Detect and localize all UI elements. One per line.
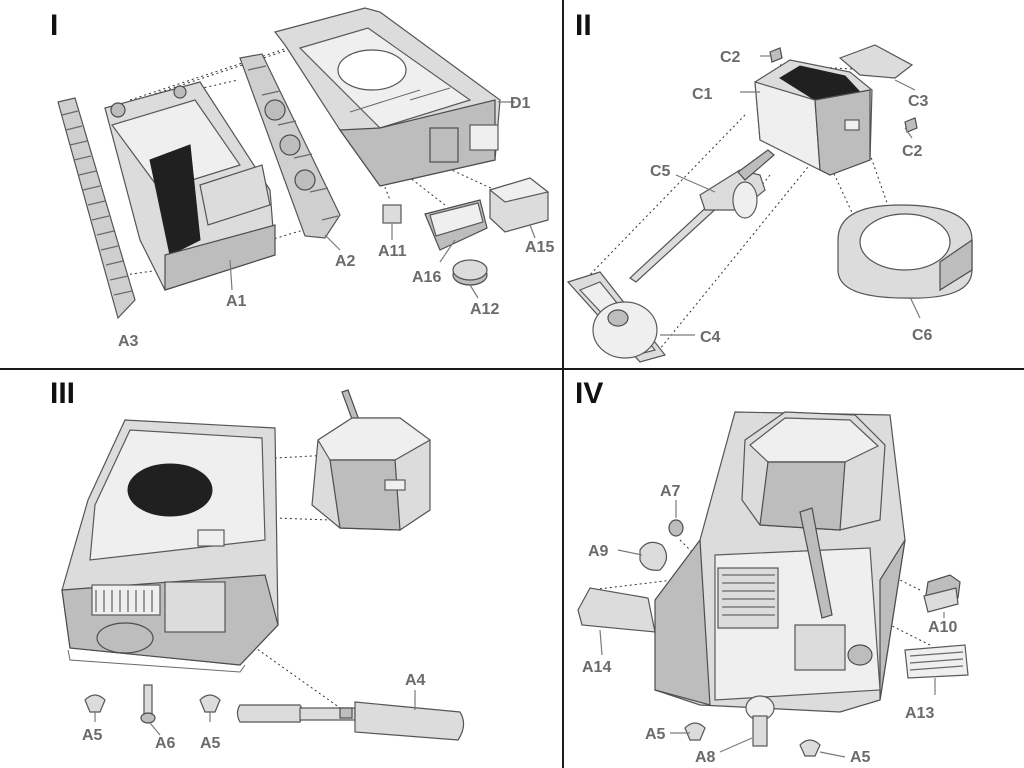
label-a6: A6 (155, 735, 176, 752)
panel-1: I (50, 7, 554, 350)
part-a11 (382, 204, 402, 224)
turret-iv (741, 411, 886, 619)
label-a11: A11 (378, 243, 407, 260)
panel-1-number: I (50, 9, 58, 42)
turret-iii (311, 389, 432, 531)
label-a1: A1 (226, 293, 247, 310)
track-a3 (57, 97, 136, 320)
label-a13: A13 (905, 705, 934, 722)
part-a5-right (199, 694, 221, 713)
turret-opening (127, 463, 213, 517)
part-c2-right (904, 117, 918, 133)
axle-a4 (236, 701, 465, 741)
label-d1: D1 (510, 95, 531, 112)
label-c6: C6 (912, 327, 933, 344)
label-a4: A4 (405, 672, 426, 689)
label-a7: A7 (660, 483, 681, 500)
track-a2 (239, 53, 341, 239)
label-a16: A16 (412, 269, 441, 286)
turret-c1 (754, 59, 873, 176)
label-a2: A2 (335, 253, 356, 270)
hull-a1 (104, 81, 276, 291)
part-a12 (452, 259, 488, 286)
part-a14 (577, 587, 656, 633)
part-a10 (923, 574, 961, 613)
label-a8: A8 (695, 749, 716, 766)
label-a3: A3 (118, 333, 139, 350)
label-c3: C3 (908, 93, 929, 110)
part-a9 (639, 541, 668, 571)
label-a5-iv-right: A5 (850, 749, 871, 766)
label-a9: A9 (588, 543, 609, 560)
part-a5-left (84, 694, 106, 713)
part-a7 (668, 519, 684, 537)
panel-4: IV (575, 377, 969, 766)
part-a6 (140, 684, 156, 724)
panel-2: II (566, 9, 973, 363)
label-a5-right: A5 (200, 735, 221, 752)
label-c5: C5 (650, 163, 671, 180)
label-a12: A12 (470, 301, 499, 318)
label-a10: A10 (928, 619, 957, 636)
upper-hull-d1 (273, 7, 501, 187)
panel-2-number: II (575, 9, 592, 42)
label-c2-top: C2 (720, 49, 741, 66)
label-a5-iv-left: A5 (645, 726, 666, 743)
mantlet-c4 (566, 271, 667, 363)
part-a15 (488, 177, 550, 233)
hatch-c3 (838, 44, 914, 79)
hull-assembled-iii (61, 419, 279, 673)
panel-3-number: III (50, 377, 75, 410)
part-a16 (424, 199, 488, 251)
label-a15: A15 (525, 239, 554, 256)
gun-c5 (629, 149, 775, 283)
panel-3: III (50, 377, 465, 752)
part-a5-iv-right (799, 739, 821, 757)
panel-4-number: IV (575, 377, 603, 410)
label-c2-right: C2 (902, 143, 923, 160)
turret-ring-c6 (837, 204, 973, 299)
label-c4: C4 (700, 329, 721, 346)
part-c2-top (769, 47, 783, 63)
label-c1: C1 (692, 86, 713, 103)
label-a5-left: A5 (82, 727, 103, 744)
part-a13 (904, 644, 969, 679)
part-a8 (745, 695, 775, 747)
part-a5-iv-left (684, 722, 706, 741)
label-a14: A14 (582, 659, 611, 676)
